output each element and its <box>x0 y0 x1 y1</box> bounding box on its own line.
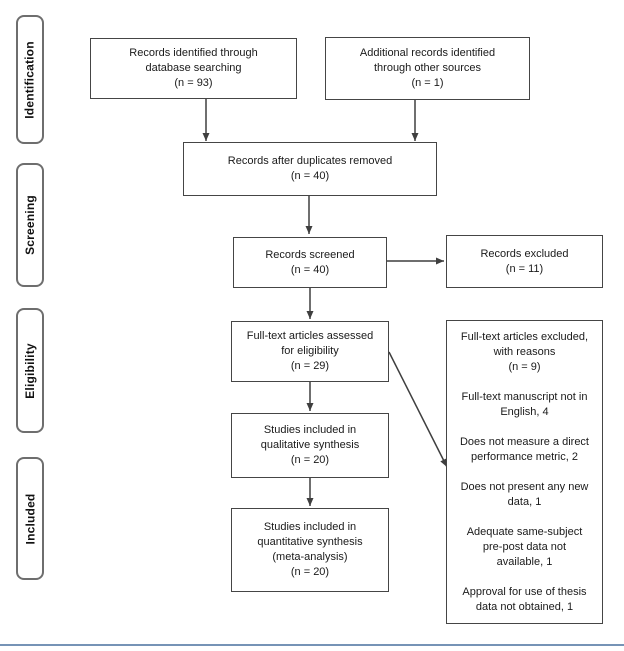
bottom-divider-line <box>0 644 624 646</box>
stage-label-eligibility: Eligibility <box>16 308 44 433</box>
box-records-identified: Records identified through database sear… <box>90 38 297 99</box>
stage-label-included: Included <box>16 457 44 580</box>
arrow-fulltext-to-excluded-reasons <box>388 351 448 468</box>
box-records-screened: Records screened (n = 40) <box>233 237 387 288</box>
box-additional-records: Additional records identified through ot… <box>325 37 530 100</box>
box-fulltext-excluded-reasons: Full-text articles excluded, with reason… <box>446 320 603 624</box>
box-fulltext-assessed: Full-text articles assessed for eligibil… <box>231 321 389 382</box>
box-records-excluded: Records excluded (n = 11) <box>446 235 603 288</box>
box-quantitative-synthesis: Studies included in quantitative synthes… <box>231 508 389 592</box>
box-qualitative-synthesis: Studies included in qualitative synthesi… <box>231 413 389 478</box>
stage-label-included-text: Included <box>23 493 37 544</box>
stage-label-identification-text: Identification <box>23 40 37 119</box>
stage-label-screening: Screening <box>16 163 44 287</box>
stage-label-identification: Identification <box>16 15 44 144</box>
stage-label-eligibility-text: Eligibility <box>23 342 38 399</box>
stage-label-screening-text: Screening <box>23 195 38 255</box>
box-records-after-duplicates: Records after duplicates removed (n = 40… <box>183 142 437 196</box>
